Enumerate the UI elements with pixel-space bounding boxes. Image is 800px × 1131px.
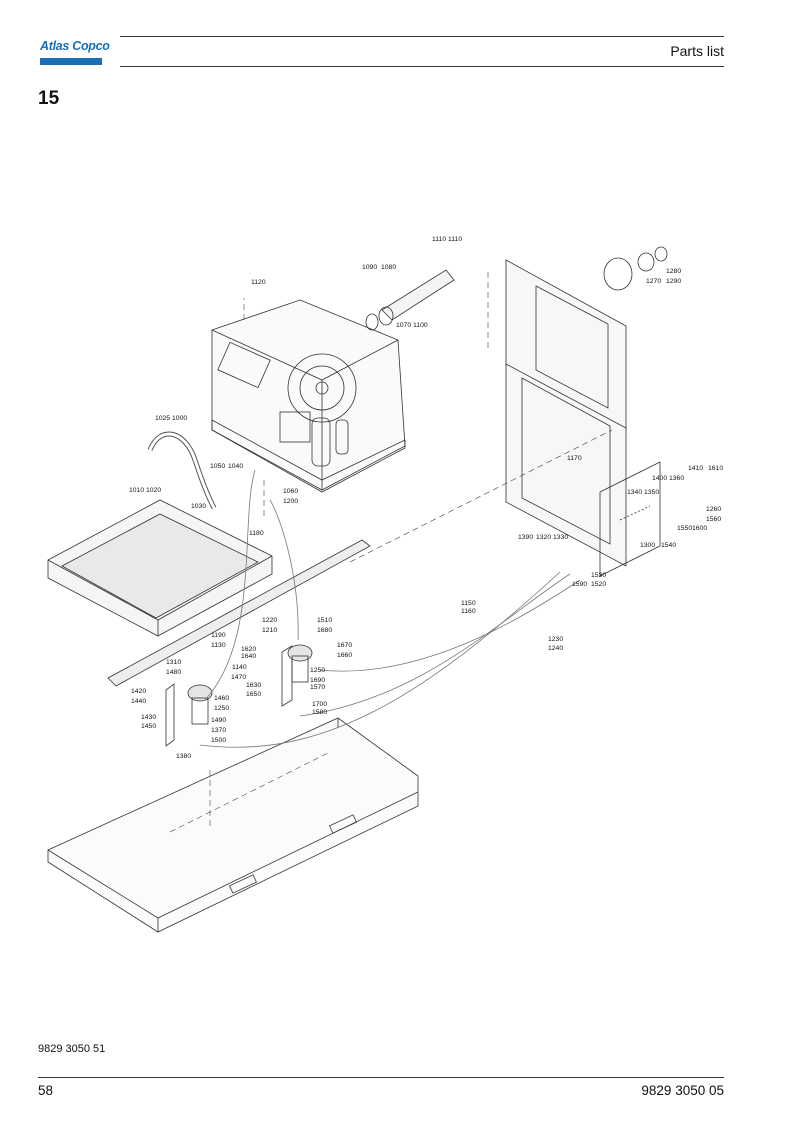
section-number: 15 <box>38 88 60 109</box>
part-callout: 1700 <box>312 701 327 708</box>
part-callout: 1680 <box>317 627 332 634</box>
footer-rule <box>38 1077 724 1078</box>
part-callout: 1460 <box>214 695 229 702</box>
part-callout: 1330 <box>553 534 568 541</box>
header-bottom-rule <box>120 66 724 67</box>
part-callout: 1570 <box>310 684 325 691</box>
part-callout: 1560 <box>706 516 721 523</box>
part-callout: 1610 <box>708 465 723 472</box>
part-callout: 1280 <box>666 268 681 275</box>
part-callout: 1200 <box>283 498 298 505</box>
part-callout: 1500 <box>211 737 226 744</box>
logo-bar <box>40 58 102 65</box>
part-callout: 1520 <box>591 581 606 588</box>
part-callout: 1270 <box>646 278 661 285</box>
part-callout: 1250 <box>214 705 229 712</box>
page-title: Parts list <box>670 43 724 59</box>
part-callout: 1160 <box>461 608 476 615</box>
part-callout: 1070 1100 <box>396 322 428 329</box>
part-callout: 1080 <box>381 264 396 271</box>
part-callout: 1380 <box>176 753 191 760</box>
part-callout: 1170 <box>567 455 582 462</box>
part-callout: 1140 <box>232 664 247 671</box>
part-callout: 1300 <box>640 542 655 549</box>
part-callout: 1230 <box>548 636 563 643</box>
part-callout: 1420 <box>131 688 146 695</box>
part-callout: 1450 <box>141 723 156 730</box>
part-callout: 1370 <box>211 727 226 734</box>
part-callout: 1180 <box>249 530 264 537</box>
manual-code: 9829 3050 05 <box>641 1083 724 1098</box>
part-callout: 1340 <box>627 489 642 496</box>
part-callout: 1110 1110 <box>432 236 462 243</box>
part-callout: 1040 <box>228 463 243 470</box>
part-callout: 1020 <box>146 487 161 494</box>
dashed-guide-lines <box>169 272 613 833</box>
part-callout: 1150 <box>461 600 476 607</box>
part-callout: 1310 <box>166 659 181 666</box>
part-callout: 1410 <box>688 465 703 472</box>
part-callout: 1010 <box>129 487 144 494</box>
part-callout: 1090 <box>362 264 377 271</box>
part-callout: 1660 <box>337 652 352 659</box>
logo-wordmark: Atlas Copco <box>40 39 110 53</box>
part-callout: 1630 <box>246 682 261 689</box>
part-callout: 1260 <box>706 506 721 513</box>
part-callout: 1480 <box>166 669 181 676</box>
part-callout: 1620 <box>241 646 256 653</box>
part-callout: 1690 <box>310 677 325 684</box>
part-callout: 1250 <box>310 667 325 674</box>
part-callout: 1390 <box>518 534 533 541</box>
part-callout: 1550 <box>677 525 692 532</box>
part-callout: 1650 <box>246 691 261 698</box>
part-callout: 1580 <box>312 709 327 716</box>
part-callout: 1050 <box>210 463 225 470</box>
part-callout: 1440 <box>131 698 146 705</box>
part-callout: 1030 <box>191 503 206 510</box>
part-callout: 1210 <box>262 627 277 634</box>
part-callout: 1320 <box>536 534 551 541</box>
part-callout: 1430 <box>141 714 156 721</box>
part-callout: 1360 <box>669 475 684 482</box>
part-callout: 1060 <box>283 488 298 495</box>
page-number: 58 <box>38 1083 54 1098</box>
drawing-lines <box>47 246 668 933</box>
part-callout: 1590 <box>572 581 587 588</box>
part-callout: 1240 <box>548 645 563 652</box>
part-callout: 1290 <box>666 278 681 285</box>
part-callout: 1120 <box>251 279 266 286</box>
atlas-copco-logo: Atlas Copco <box>40 36 110 66</box>
part-callout: 1490 <box>211 717 226 724</box>
part-callout: 1190 <box>211 632 226 639</box>
part-callout: 1130 <box>211 642 226 649</box>
part-callout: 1640 <box>241 653 256 660</box>
part-callout: 1600 <box>692 525 707 532</box>
header-top-rule <box>120 36 724 37</box>
part-callout: 1670 <box>337 642 352 649</box>
part-callout: 1530 <box>591 572 606 579</box>
part-callout: 1025 1000 <box>155 415 187 422</box>
part-callout: 1400 <box>652 475 667 482</box>
part-callout: 1470 <box>231 674 246 681</box>
part-callout: 1350 <box>644 489 659 496</box>
part-callout: 1540 <box>661 542 676 549</box>
part-callout: 1220 <box>262 617 277 624</box>
callout-labels: 1110 1110 1090 1080 1120 1070 1100 1280 1270 12… <box>129 236 723 760</box>
document-code: 9829 3050 51 <box>38 1043 106 1055</box>
part-callout: 1510 <box>317 617 332 624</box>
